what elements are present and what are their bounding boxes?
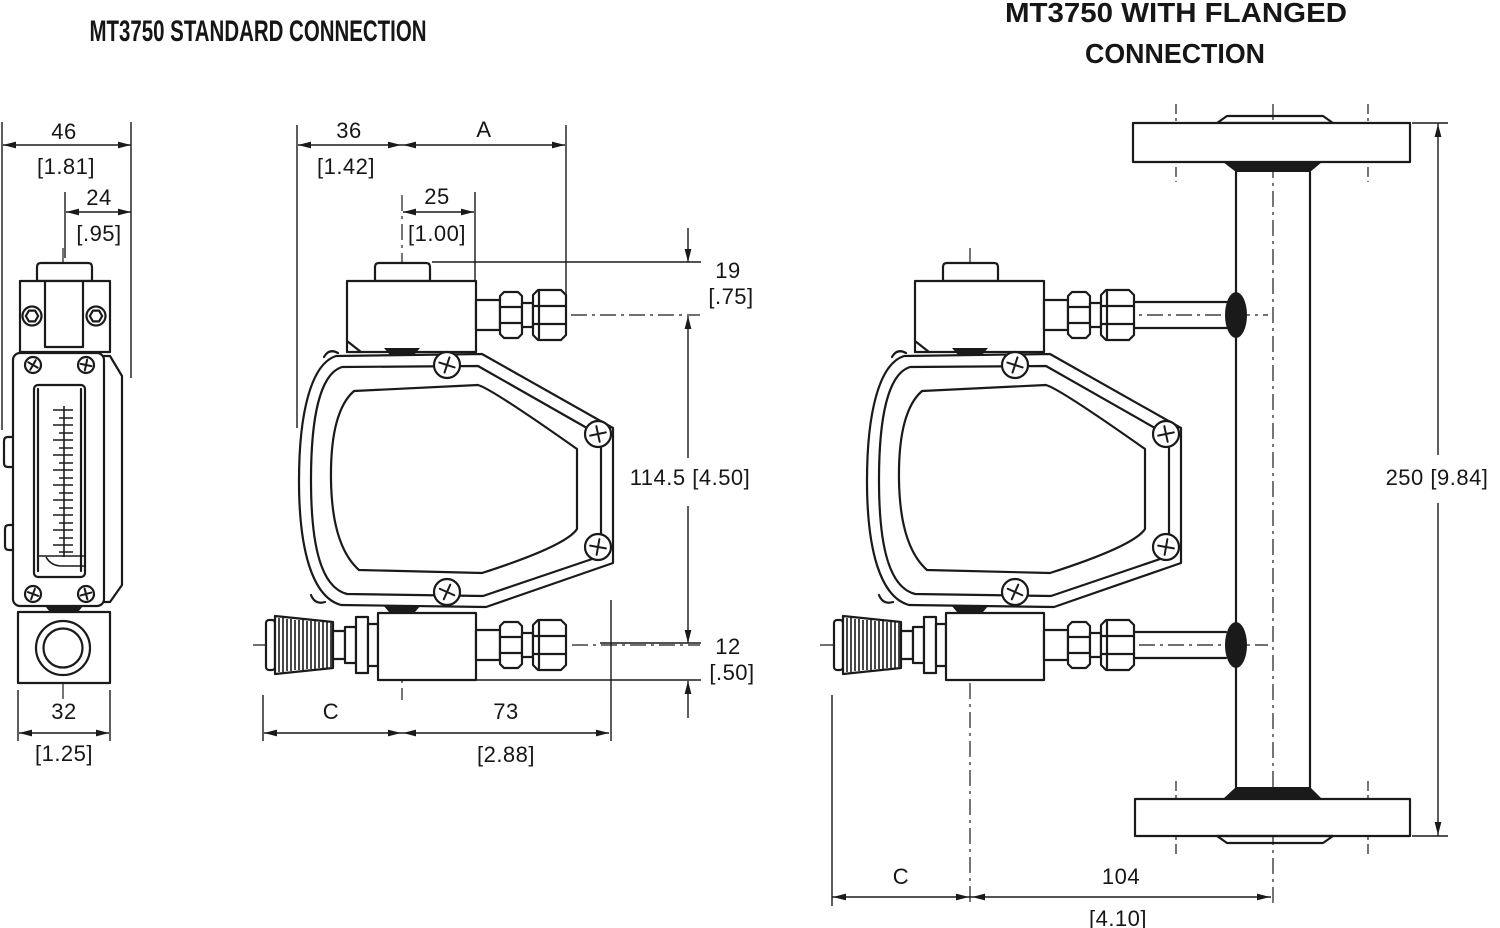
front-view: 46 [1.81] 24 [.95] 32 [1.25] [1,119,132,766]
hex-bolt [85,305,107,327]
flanged-dimensions: 250 [9.84] C 104 [4.10] [831,122,1489,928]
hex-bolt [21,305,43,327]
dim-cap-width-in: [.95] [76,221,121,246]
top-port-seal [1225,292,1247,338]
flanged-title-line2: CONNECTION [1085,38,1265,69]
dim-body-length-mm: 73 [493,699,518,724]
top-cap [35,261,94,283]
dim-valve-length-label: C [323,699,339,724]
side-panel [102,354,124,604]
pipe-walls [1234,170,1312,789]
dim-top-port-offset-mm: 19 [715,258,740,283]
phillips-screw [23,355,43,375]
bolt-hole-centerlines [1175,104,1369,858]
bottom-weld [1223,787,1322,799]
dim-face-to-face: 250 [9.84] [1386,465,1489,490]
bottom-raised-face [1215,834,1335,845]
dim-valve-length-label: C [893,864,909,889]
dim-cap-depth-in: [1.00] [408,221,466,246]
port-outer [34,619,92,677]
side-tabs [2,435,15,552]
standard-connection-view: MT3750 STANDARD CONNECTION 36 [1.42] A 2… [90,15,755,767]
meter-side-view [834,263,1181,680]
standard-title: MT3750 STANDARD CONNECTION [90,15,427,48]
flow-scale [39,406,84,567]
neck-lines [43,279,85,349]
dim-center-to-pipe-mm: 104 [1102,864,1140,889]
flanged-connection-view: MT3750 WITH FLANGED CONNECTION 250 [9.84 [820,0,1488,928]
dim-top-port-offset-in: [.75] [708,284,753,309]
dim-base-width-in: [1.25] [35,741,93,766]
front-meter-body [2,261,124,685]
pipe-assembly [1131,114,1412,845]
dim-center-to-pipe-in: [4.10] [1089,906,1147,928]
seal [45,606,83,612]
connection-tubes [1132,300,1229,660]
bottom-port-seal [1225,622,1247,668]
phillips-screw [23,584,43,604]
sight-window [32,383,87,579]
dim-base-width-mm: 32 [51,699,76,724]
front-dimensions: 46 [1.81] 24 [.95] 32 [1.25] [1,119,132,766]
bottom-block [16,610,112,685]
glass-tube-lines [36,387,83,573]
dim-overall-width-mm: 46 [51,119,76,144]
dim-body-depth-mm: 36 [336,118,361,143]
dim-body-depth-in: [1.42] [317,154,375,179]
top-flange [1131,121,1412,164]
dim-body-length-in: [2.88] [477,742,535,767]
port-inner [42,627,84,669]
meter-side-view [266,263,613,680]
dim-cap-width-mm: 24 [86,185,111,210]
top-weld [1223,162,1322,172]
bottom-flange [1133,797,1412,838]
dim-cap-depth-mm: 25 [424,184,449,209]
standard-dimensions: 36 [1.42] A 25 [1.00] 19 [.75] 114.5 [4.… [262,117,754,767]
dim-bottom-port-offset-mm: 12 [715,634,740,659]
phillips-screw [76,355,96,375]
dim-fitting-length-label: A [476,117,491,142]
dim-port-span: 114.5 [4.50] [630,465,751,490]
dim-overall-width-in: [1.81] [37,154,95,179]
flanged-title-line1: MT3750 WITH FLANGED [1005,0,1347,28]
phillips-screw [76,584,96,604]
dim-bottom-port-offset-in: [.50] [709,660,754,685]
float-indicator [39,555,84,567]
